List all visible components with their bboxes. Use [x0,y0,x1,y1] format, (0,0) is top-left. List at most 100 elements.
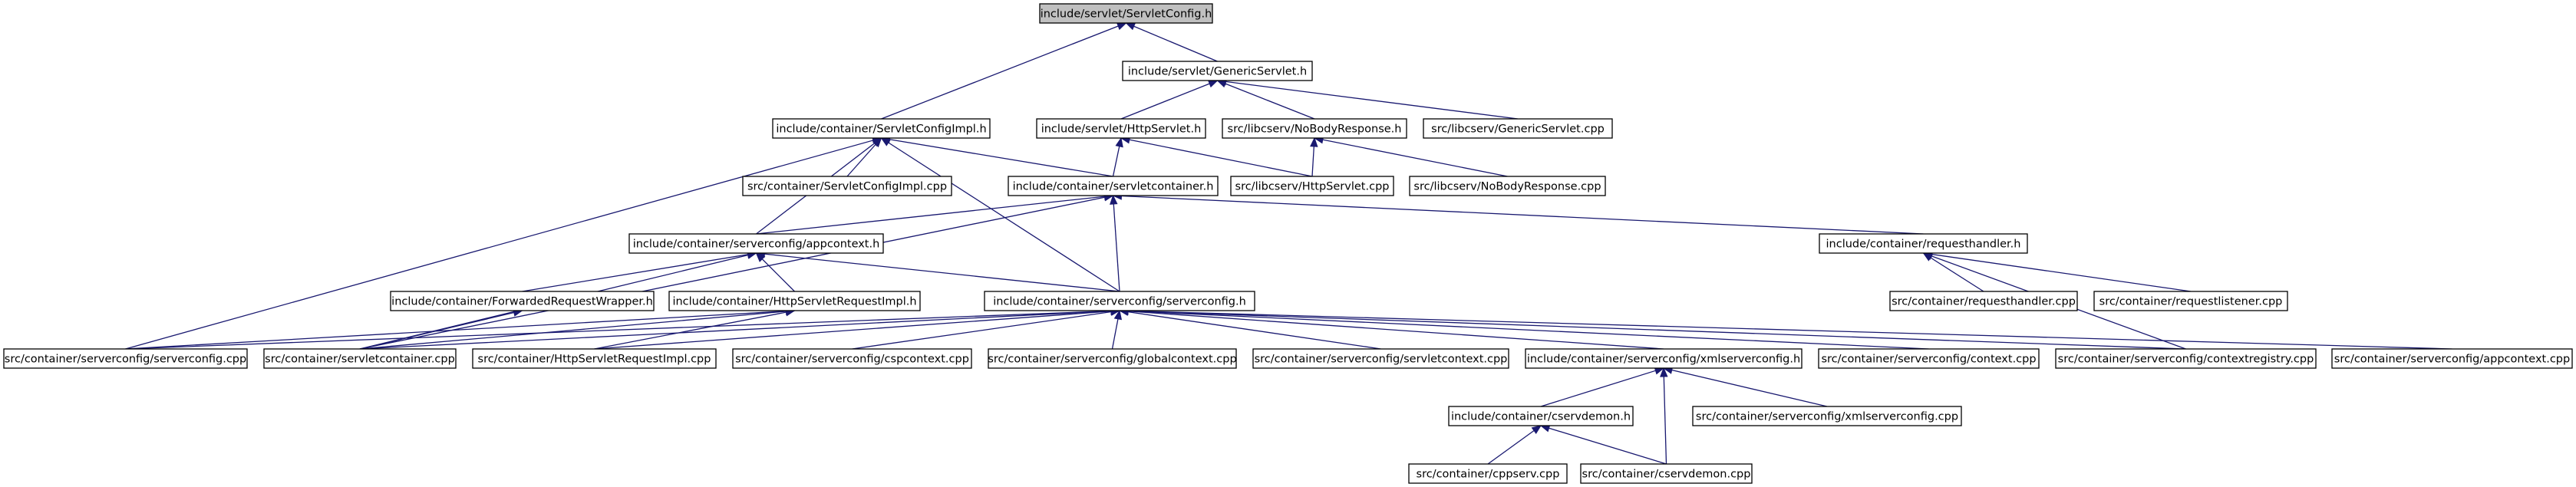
node-box[interactable] [988,348,1237,369]
graph-node[interactable]: src/container/servletcontainer.cpp [263,348,457,369]
graph-node[interactable]: include/container/HttpServletRequestImpl… [668,291,921,311]
graph-node[interactable]: src/container/serverconfig/servletcontex… [1252,348,1509,369]
node-box[interactable] [1408,463,1568,484]
edges-layer [125,22,2452,465]
node-label[interactable]: include/container/servletcontainer.h [1013,181,1214,193]
node-label[interactable]: include/container/HttpServletRequestImpl… [672,296,916,308]
node-box[interactable] [1036,118,1206,139]
graph-node[interactable]: src/container/serverconfig/appcontext.cp… [2331,348,2573,369]
node-box[interactable] [2055,348,2317,369]
graph-node[interactable]: src/container/requesthandler.cpp [1889,291,2078,311]
node-box[interactable] [1580,463,1753,484]
graph-node[interactable]: src/libcserv/NoBodyResponse.cpp [1409,176,1606,196]
node-label[interactable]: src/container/serverconfig/appcontext.cp… [2334,354,2570,366]
graph-node[interactable]: src/container/serverconfig/context.cpp [1818,348,2040,369]
node-label[interactable]: src/libcserv/HttpServlet.cpp [1235,181,1390,193]
node-box[interactable] [1252,348,1509,369]
node-box[interactable] [984,291,1255,311]
node-box[interactable] [1423,118,1613,139]
node-label[interactable]: include/container/serverconfig/appcontex… [633,239,880,251]
graph-node[interactable]: src/container/serverconfig/xmlserverconf… [1692,406,1962,426]
node-box[interactable] [2331,348,2573,369]
node-box[interactable] [1525,348,1803,369]
node-label[interactable]: src/container/HttpServletRequestImpl.cpp [478,354,711,366]
graph-node[interactable]: src/container/serverconfig/serverconfig.… [3,348,248,369]
node-label[interactable]: include/container/requesthandler.h [1826,239,2021,251]
graph-node[interactable]: include/container/requesthandler.h [1819,233,2028,254]
graph-node[interactable]: include/container/cservdemon.h [1448,406,1634,426]
node-label[interactable]: include/container/cservdemon.h [1451,411,1631,423]
graph-node[interactable]: src/container/serverconfig/cspcontext.cp… [732,348,972,369]
node-label[interactable]: src/container/serverconfig/servletcontex… [1255,354,1508,366]
node-box[interactable] [1409,176,1606,196]
node-box[interactable] [390,291,655,311]
node-label[interactable]: include/container/ForwardedRequestWrappe… [391,296,653,308]
edge-n8-to-n3 [1120,136,1313,177]
node-box[interactable] [2093,291,2288,311]
node-box[interactable] [1222,118,1407,139]
node-box[interactable] [628,233,884,254]
graph-node[interactable]: src/container/cppserv.cpp [1408,463,1568,484]
node-label[interactable]: src/libcserv/GenericServlet.cpp [1431,123,1605,136]
node-box[interactable] [1819,233,2028,254]
graph-node[interactable]: src/libcserv/NoBodyResponse.h [1222,118,1407,139]
node-box[interactable] [732,348,972,369]
node-box[interactable] [1448,406,1634,426]
node-box[interactable] [1122,61,1313,81]
graph-node[interactable]: src/libcserv/HttpServlet.cpp [1230,176,1394,196]
graph-node[interactable]: src/container/ServletConfigImpl.cpp [742,176,952,196]
node-label[interactable]: src/container/serverconfig/cspcontext.cp… [735,354,969,366]
graph-node[interactable]: src/container/serverconfig/contextregist… [2055,348,2317,369]
edge-arrowhead [1207,80,1219,88]
node-label[interactable]: src/container/serverconfig/context.cpp [1821,354,2036,366]
node-box[interactable] [1230,176,1394,196]
node-box[interactable] [1008,176,1219,196]
node-box[interactable] [1818,348,2040,369]
node-label[interactable]: include/servlet/ServletConfig.h [1041,8,1212,21]
node-box[interactable] [1692,406,1962,426]
node-box[interactable] [668,291,921,311]
graph-node[interactable]: include/container/serverconfig/xmlserver… [1525,348,1803,369]
node-box[interactable] [742,176,952,196]
node-box[interactable] [1039,3,1213,24]
node-box[interactable] [3,348,248,369]
node-box[interactable] [772,118,991,139]
node-label[interactable]: src/libcserv/NoBodyResponse.cpp [1413,181,1601,193]
node-label[interactable]: src/container/serverconfig/contextregist… [2058,354,2314,366]
graph-node[interactable]: include/container/ForwardedRequestWrappe… [390,291,655,311]
graph-node[interactable]: include/container/serverconfig/servercon… [984,291,1255,311]
node-label[interactable]: src/container/serverconfig/xmlserverconf… [1696,411,1958,423]
node-label[interactable]: include/container/serverconfig/xmlserver… [1527,354,1800,366]
node-label[interactable]: include/container/serverconfig/servercon… [993,296,1246,308]
node-label[interactable]: include/servlet/GenericServlet.h [1128,66,1307,78]
graph-node[interactable]: src/container/cservdemon.cpp [1580,463,1753,484]
graph-node[interactable]: src/container/serverconfig/globalcontext… [988,348,1237,369]
edge-line [1217,80,1315,120]
graph-node[interactable]: src/libcserv/GenericServlet.cpp [1423,118,1613,139]
node-label[interactable]: src/container/requesthandler.cpp [1892,296,2076,308]
graph-node[interactable]: include/servlet/GenericServlet.h [1122,61,1313,81]
graph-node[interactable]: src/container/requestlistener.cpp [2093,291,2288,311]
graph-node[interactable]: include/container/ServletConfigImpl.h [772,118,991,139]
edge-line [1119,310,1664,350]
edge-n9-to-n4 [1313,136,1508,177]
node-label[interactable]: src/container/ServletConfigImpl.cpp [747,181,947,193]
graph-node[interactable]: include/servlet/ServletConfig.h [1039,3,1213,24]
graph-node[interactable]: include/container/serverconfig/appcontex… [628,233,884,254]
node-label[interactable]: src/container/serverconfig/serverconfig.… [5,354,246,366]
node-box[interactable] [1889,291,2078,311]
node-label[interactable]: src/container/servletcontainer.cpp [265,354,455,366]
node-label[interactable]: include/container/ServletConfigImpl.h [776,123,986,136]
node-box[interactable] [472,348,717,369]
node-box[interactable] [263,348,457,369]
node-label[interactable]: include/servlet/HttpServlet.h [1041,123,1202,136]
graph-node[interactable]: include/servlet/HttpServlet.h [1036,118,1206,139]
node-label[interactable]: src/libcserv/NoBodyResponse.h [1228,123,1402,136]
node-label[interactable]: src/container/requestlistener.cpp [2099,296,2283,308]
graph-node[interactable]: include/container/servletcontainer.h [1008,176,1219,196]
node-label[interactable]: src/container/serverconfig/globalcontext… [988,354,1236,366]
edge-n28-to-n23 [1662,366,1828,407]
node-label[interactable]: src/container/cppserv.cpp [1417,469,1560,481]
graph-node[interactable]: src/container/HttpServletRequestImpl.cpp [472,348,717,369]
node-label[interactable]: src/container/cservdemon.cpp [1582,469,1751,481]
